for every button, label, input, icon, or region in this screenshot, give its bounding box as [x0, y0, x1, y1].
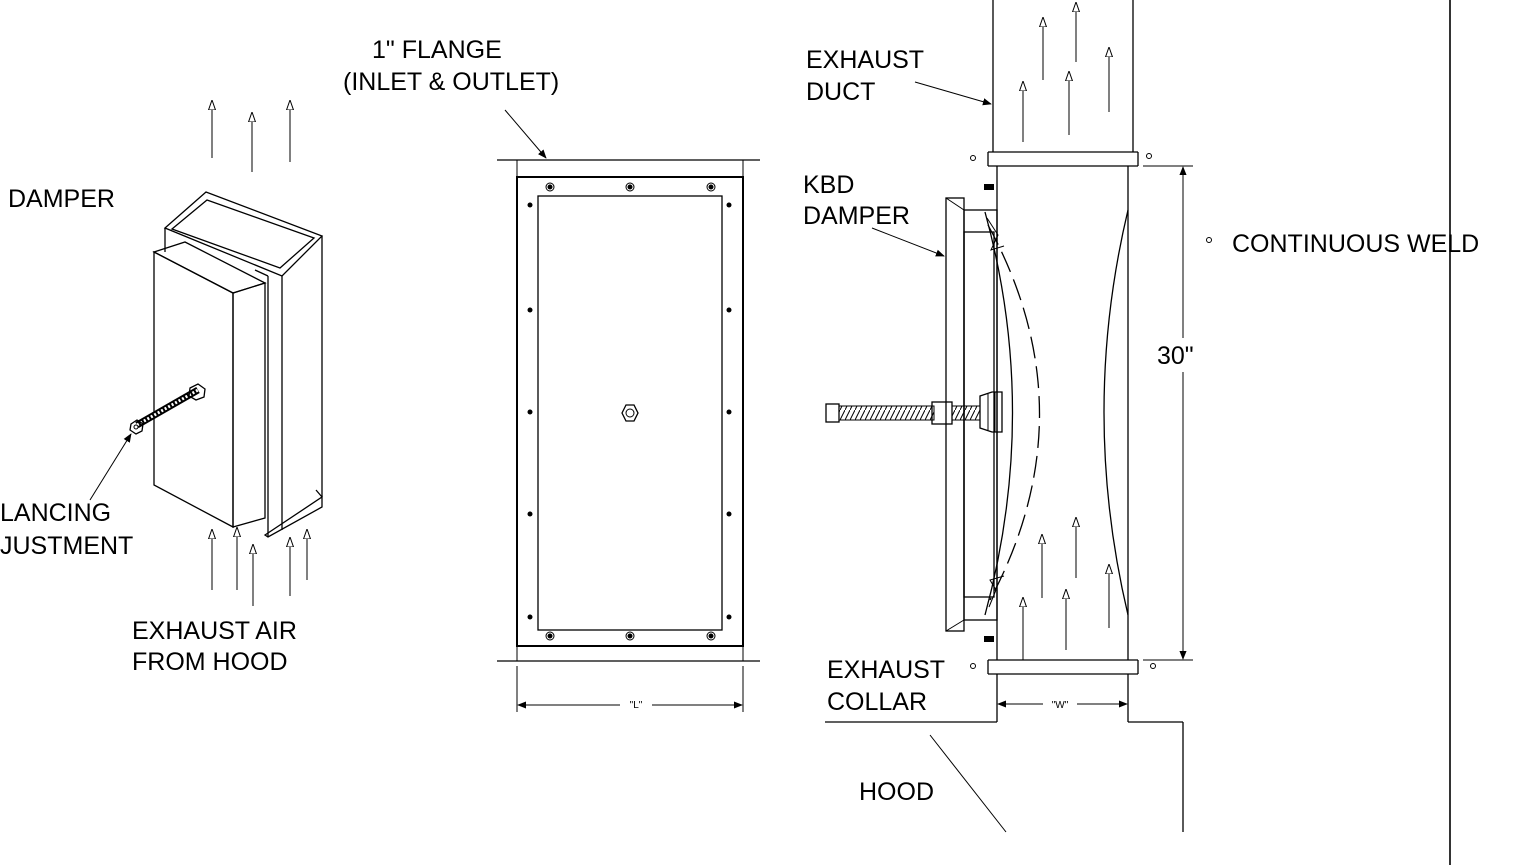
exhaust-air-label-line2: FROM HOOD [132, 648, 288, 676]
weld-symbol [1206, 237, 1212, 243]
damper-duct-box [163, 191, 324, 538]
exhaust-duct-label-line2: DUCT [806, 78, 875, 106]
weld-marks [970, 153, 1212, 669]
damper-blades [984, 209, 1129, 616]
exhaust-air-label-line1: EXHAUST AIR [132, 617, 297, 645]
front-outer-frame [516, 176, 744, 647]
balancing-label-line2: JUSTMENT [0, 532, 133, 560]
kbd-label-line1: KBD [803, 171, 854, 199]
exhaust-duct-label-line1: EXHAUST [806, 46, 924, 74]
isometric-damper-view: DAMPER LANCING JUSTMENT EXHAUST AIR FROM… [0, 101, 324, 676]
front-inner-panel [537, 195, 723, 631]
adjustment-rod-section [825, 391, 1003, 433]
airflow-arrows-top-left [212, 101, 290, 172]
balancing-adjustment-rod [129, 383, 206, 435]
flange-label-line2: (INLET & OUTLET) [343, 68, 559, 96]
hood-leader [929, 734, 1007, 833]
kbd-damper-leader [871, 227, 945, 257]
center-hex-nut [621, 404, 639, 422]
hood-label: HOOD [859, 778, 934, 806]
balancing-leader [89, 433, 132, 501]
airflow-arrows-duct [1023, 3, 1109, 660]
exhaust-duct-leader [914, 81, 992, 106]
flange-label-line1: 1" FLANGE [372, 36, 502, 64]
damper-plate [152, 241, 267, 529]
exhaust-collar-label-line2: COLLAR [827, 688, 927, 716]
height-dimension: 30" [1157, 342, 1194, 370]
length-dimension: "L" [630, 700, 643, 711]
flange-leader [504, 109, 547, 159]
damper-front-view: 1" FLANGE (INLET & OUTLET) [343, 36, 760, 712]
continuous-weld-label: CONTINUOUS WELD [1232, 230, 1479, 258]
kbd-label-line2: DAMPER [803, 202, 910, 230]
damper-label: DAMPER [8, 185, 115, 213]
damper-section-view: 30" "W" EXHAUST DUCT KBD DAMPER CONTINUO… [803, 0, 1479, 833]
width-dimension: "W" [1052, 700, 1069, 711]
exhaust-collar-label-line1: EXHAUST [827, 656, 945, 684]
airflow-arrows-bottom-left [212, 528, 307, 606]
balancing-label-line1: LANCING [0, 499, 111, 527]
front-bolts [527, 182, 732, 641]
